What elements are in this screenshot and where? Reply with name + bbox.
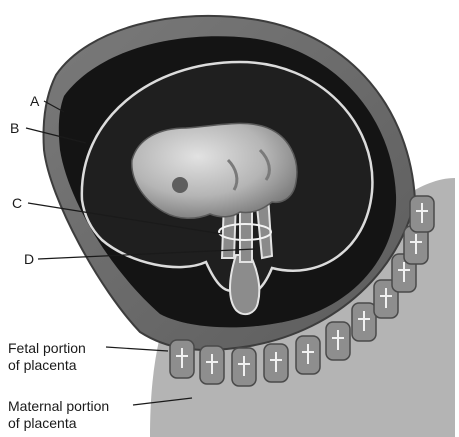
label-a: A xyxy=(30,93,39,110)
label-b: B xyxy=(10,120,19,137)
embryo-eye xyxy=(172,177,188,193)
label-maternal-line2: of placenta xyxy=(8,415,109,432)
label-maternal-portion: Maternal portion of placenta xyxy=(8,398,109,432)
label-maternal-line1: Maternal portion xyxy=(8,398,109,415)
label-fetal-line2: of placenta xyxy=(8,357,86,374)
label-d: D xyxy=(24,251,34,268)
yolk-sac xyxy=(230,255,259,314)
label-fetal-portion: Fetal portion of placenta xyxy=(8,340,86,374)
label-c: C xyxy=(12,195,22,212)
label-fetal-line1: Fetal portion xyxy=(8,340,86,357)
